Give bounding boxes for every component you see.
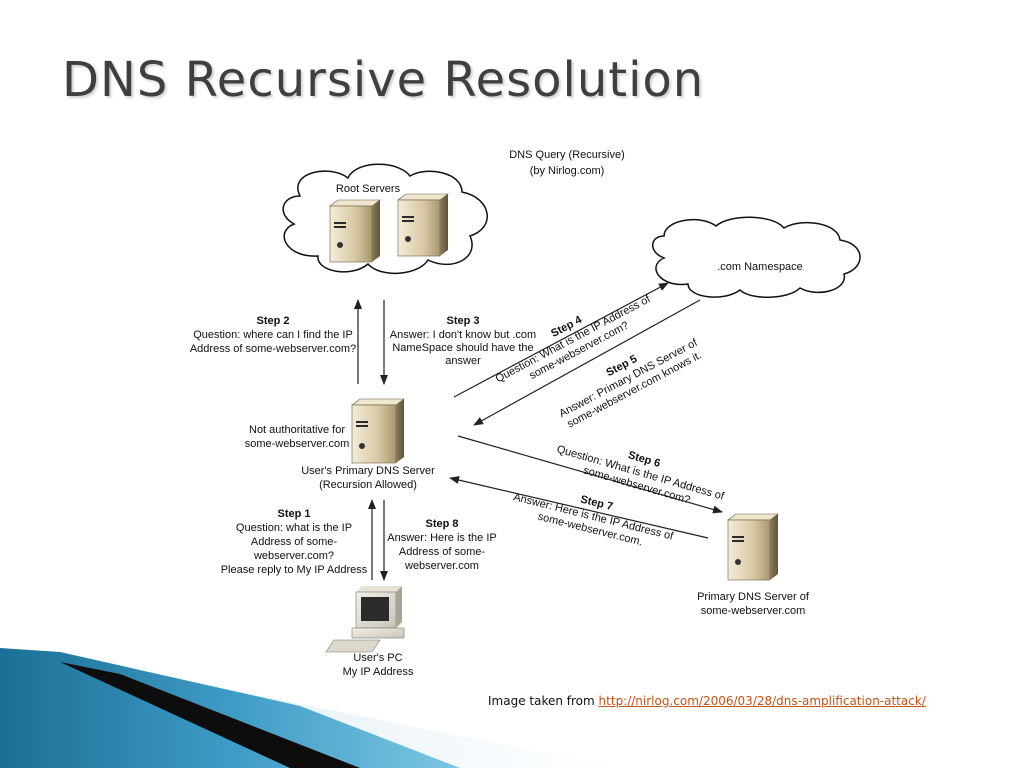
step3-line2: NameSpace should have the — [392, 342, 533, 354]
not-authoritative-line1: Not authoritative for — [249, 424, 345, 436]
authoritative-dns-server-icon — [727, 513, 779, 581]
users-pc-label-line1: User's PC — [353, 652, 402, 664]
primary-dns-server-icon — [351, 398, 405, 464]
step6-arrow — [457, 435, 723, 514]
step1-title: Step 1 — [277, 508, 310, 520]
step3-line3: answer — [445, 355, 481, 367]
image-credit: Image taken from http://nirlog.com/2006/… — [488, 694, 926, 708]
com-namespace-label: .com Namespace — [717, 261, 803, 273]
step2-title: Step 2 — [256, 315, 289, 327]
root-server-1-icon — [329, 199, 381, 263]
step8-line1: Answer: Here is the IP — [387, 532, 496, 544]
step3-title: Step 3 — [446, 315, 479, 327]
step4-arrow — [453, 282, 669, 398]
users-pc-icon — [325, 586, 405, 653]
step8-line2: Address of some- — [399, 546, 486, 558]
credit-link[interactable]: http://nirlog.com/2006/03/28/dns-amplifi… — [598, 694, 926, 708]
authoritative-dns-label-line1: Primary DNS Server of — [697, 591, 810, 603]
step1-line4: Please reply to My IP Address — [221, 564, 368, 576]
com-namespace-cloud — [652, 216, 861, 298]
step8-line3: webserver.com — [404, 560, 479, 572]
step3-line1: Answer: I don't know but .com — [390, 329, 536, 341]
diagram-title: DNS Query (Recursive) — [509, 149, 625, 161]
authoritative-dns-label-line2: some-webserver.com — [701, 605, 806, 617]
root-servers-cloud — [282, 163, 488, 275]
step8-title: Step 8 — [425, 518, 458, 530]
diagram-subtitle: (by Nirlog.com) — [530, 165, 605, 177]
root-server-2-icon — [397, 193, 449, 257]
slide-title: DNS Recursive Resolution — [62, 52, 705, 108]
credit-prefix: Image taken from — [488, 694, 595, 708]
users-pc-label-line2: My IP Address — [343, 666, 414, 678]
step7-arrow — [449, 476, 709, 539]
step2-line2: Address of some-webserver.com? — [190, 343, 356, 355]
step1-line2: Address of some- — [251, 536, 338, 548]
not-authoritative-line2: some-webserver.com — [245, 438, 350, 450]
primary-dns-label-line2: (Recursion Allowed) — [319, 479, 417, 491]
root-servers-label: Root Servers — [336, 183, 401, 195]
step1-line1: Question: what is the IP — [236, 522, 352, 534]
step5-arrow — [473, 299, 701, 426]
decorative-corner-bands — [0, 648, 620, 768]
step2-line1: Question: where can I find the IP — [193, 329, 353, 341]
primary-dns-label-line1: User's Primary DNS Server — [301, 465, 435, 477]
step1-line3: webserver.com? — [253, 550, 334, 562]
